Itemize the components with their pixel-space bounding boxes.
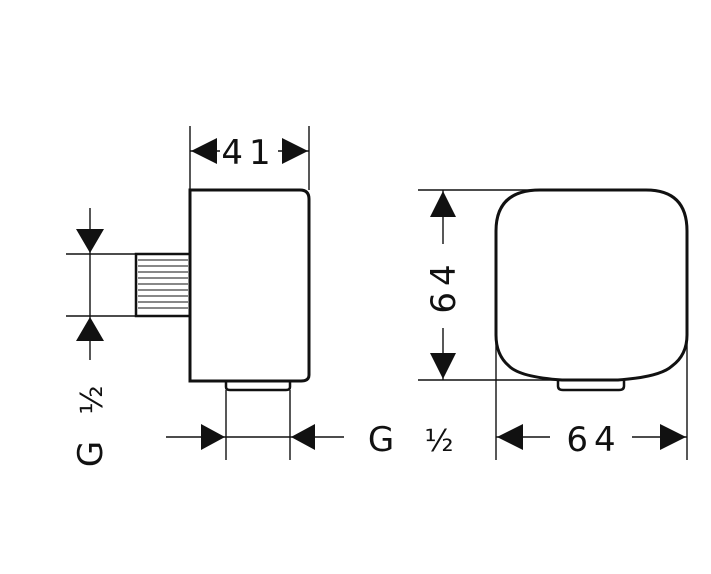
front-bottom-outlet [556, 380, 626, 392]
arrow-bottom-thread-right [291, 424, 315, 450]
side-thread-inlet [134, 252, 192, 318]
left-thread-fraction: ½ [75, 385, 110, 414]
arrow-front-height-top [430, 191, 456, 217]
arrow-front-width-left [497, 424, 523, 450]
dimension-side-width-label: 41 [221, 133, 276, 173]
front-body-outline [494, 188, 689, 382]
left-thread-label: G ½ [71, 385, 111, 467]
dimension-front-height-label: 64 [424, 258, 464, 313]
arrow-left-thread-top [76, 229, 104, 253]
left-thread-g: G [71, 441, 111, 467]
bottom-thread-g: G [368, 420, 394, 460]
side-body-outline [188, 188, 311, 383]
arrow-front-height-bottom [430, 353, 456, 379]
arrow-bottom-thread-left [201, 424, 225, 450]
side-bottom-outlet [224, 381, 292, 392]
dimension-bottom-thread [166, 390, 344, 460]
bottom-thread-fraction: ½ [424, 424, 453, 459]
arrow-left-thread-bottom [76, 317, 104, 341]
arrow-side-width-left [191, 138, 217, 164]
arrow-front-width-right [660, 424, 686, 450]
arrow-side-width-right [282, 138, 308, 164]
side-thread-lines [138, 259, 188, 309]
side-view [134, 188, 311, 392]
front-view [494, 188, 689, 392]
dimension-front-width-label: 64 [566, 420, 621, 460]
